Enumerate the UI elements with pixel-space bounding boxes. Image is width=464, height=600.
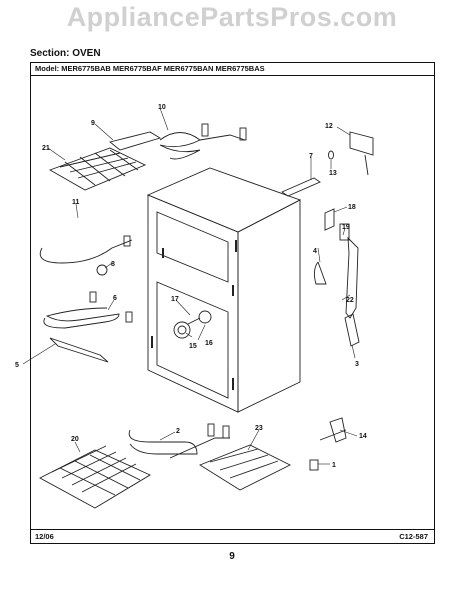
element-2 — [128, 423, 230, 459]
element-6 — [43, 291, 133, 329]
callout-21: 21 — [42, 145, 50, 152]
callout-23: 23 — [255, 425, 263, 432]
callout-16: 16 — [205, 340, 213, 347]
callout-19: 19 — [342, 224, 350, 231]
callout-labels: 1 2 3 4 5 6 7 8 9 10 11 12 13 14 15 16 1… — [15, 104, 367, 469]
footer-date: 12/06 — [35, 532, 54, 541]
thermostat-parts — [173, 310, 212, 339]
footer-bar: 12/06 C12-587 — [31, 529, 434, 543]
callout-18: 18 — [348, 204, 356, 211]
callout-14: 14 — [359, 433, 367, 440]
diagram-frame: Model: MER6775BAB MER6775BAF MER6775BAN … — [30, 62, 435, 544]
upper-rack-21 — [48, 147, 147, 191]
page-number: 9 — [229, 551, 235, 562]
section-title: Section: OVEN — [30, 48, 101, 59]
callout-3: 3 — [355, 361, 359, 368]
callout-10: 10 — [158, 104, 166, 111]
callout-12: 12 — [325, 123, 333, 130]
callout-4: 4 — [313, 248, 317, 255]
callout-20: 20 — [71, 436, 79, 443]
footer-code: C12-587 — [399, 532, 428, 541]
element-11 — [39, 235, 133, 264]
callout-17: 17 — [171, 296, 179, 303]
shield-9 — [109, 131, 162, 151]
callout-1: 1 — [332, 462, 336, 469]
callout-8: 8 — [111, 261, 115, 268]
callout-9: 9 — [91, 120, 95, 127]
leader-lines — [22, 107, 358, 465]
callout-2: 2 — [176, 428, 180, 435]
callout-13: 13 — [329, 170, 337, 177]
lower-rack-23 — [199, 444, 292, 491]
callout-22: 22 — [346, 297, 354, 304]
callout-6: 6 — [113, 295, 117, 302]
callout-11: 11 — [72, 199, 80, 206]
site-watermark: AppliancePartsPros.com — [66, 2, 398, 32]
bracket-5 — [49, 337, 109, 363]
right-side-parts — [96, 131, 374, 471]
oven-cavity — [146, 167, 302, 413]
model-bar: Model: MER6775BAB MER6775BAF MER6775BAN … — [31, 63, 434, 76]
broil-element-10 — [159, 123, 247, 160]
lower-rack-20 — [39, 445, 151, 509]
callout-5: 5 — [15, 362, 19, 369]
callout-15: 15 — [189, 343, 197, 350]
callout-7: 7 — [309, 153, 313, 160]
